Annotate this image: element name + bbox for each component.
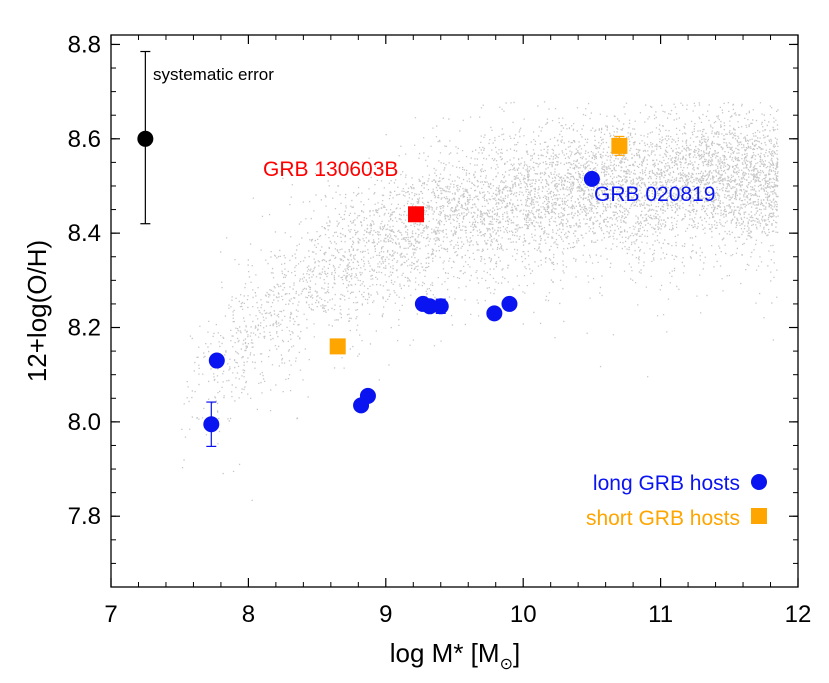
x-axis-title-sun-symbol: ⊙ — [500, 656, 513, 673]
x-axis-title-main: log M* [M — [390, 638, 500, 668]
y-tick-label: 8.6 — [68, 126, 101, 153]
long-grb-hosts-point — [486, 305, 503, 322]
data-marks — [137, 50, 628, 448]
long-grb-hosts-point — [501, 295, 518, 312]
x-axis-title-end: ] — [513, 638, 520, 668]
y-axis-title: 12+log(O/H) — [22, 240, 52, 382]
long-grb-hosts-point — [208, 352, 225, 369]
legend-marker-short — [751, 508, 767, 524]
x-tick-label: 10 — [510, 601, 537, 628]
y-tick-label: 8.2 — [68, 315, 101, 342]
x-tick-label: 9 — [379, 601, 392, 628]
long-grb-hosts-point — [359, 387, 376, 404]
y-tick-label: 8.4 — [68, 220, 101, 247]
y-tick-label: 7.8 — [68, 503, 101, 530]
y-tick-label: 8.0 — [68, 409, 101, 436]
systematic-error-label: systematic error — [153, 65, 274, 84]
annotation-grb-020819: GRB 020819 — [594, 183, 715, 206]
axis-ticks: 7 8 9 10 11 12 7.8 8.0 8.2 8.4 8.6 8.8 — [68, 31, 812, 628]
annotation-grb-130603b: GRB 130603B — [263, 158, 398, 181]
long-grb-hosts-point — [203, 416, 220, 433]
x-axis-title: log M* [M⊙] — [390, 638, 520, 673]
legend-label-long: long GRB hosts — [593, 472, 740, 495]
legend-marker-long — [751, 474, 767, 490]
long-grb-hosts-point — [583, 170, 600, 187]
short-grb-hosts-point — [329, 338, 346, 355]
grb-130603b-point — [408, 206, 425, 223]
x-tick-label: 12 — [785, 601, 812, 628]
long-grb-hosts-point — [421, 298, 438, 315]
x-tick-label: 7 — [104, 601, 117, 628]
text-labels: log M* [M⊙] 12+log(O/H) systematic errorGR… — [22, 65, 767, 673]
y-tick-label: 8.8 — [68, 31, 101, 58]
long-grb-hosts-point — [432, 298, 449, 315]
plot-frame — [110, 34, 799, 588]
systematic-error-point — [137, 130, 154, 147]
short-grb-hosts-point — [611, 137, 628, 154]
x-tick-label: 11 — [648, 601, 673, 628]
x-tick-label: 8 — [242, 601, 255, 628]
legend-label-short: short GRB hosts — [586, 507, 740, 530]
